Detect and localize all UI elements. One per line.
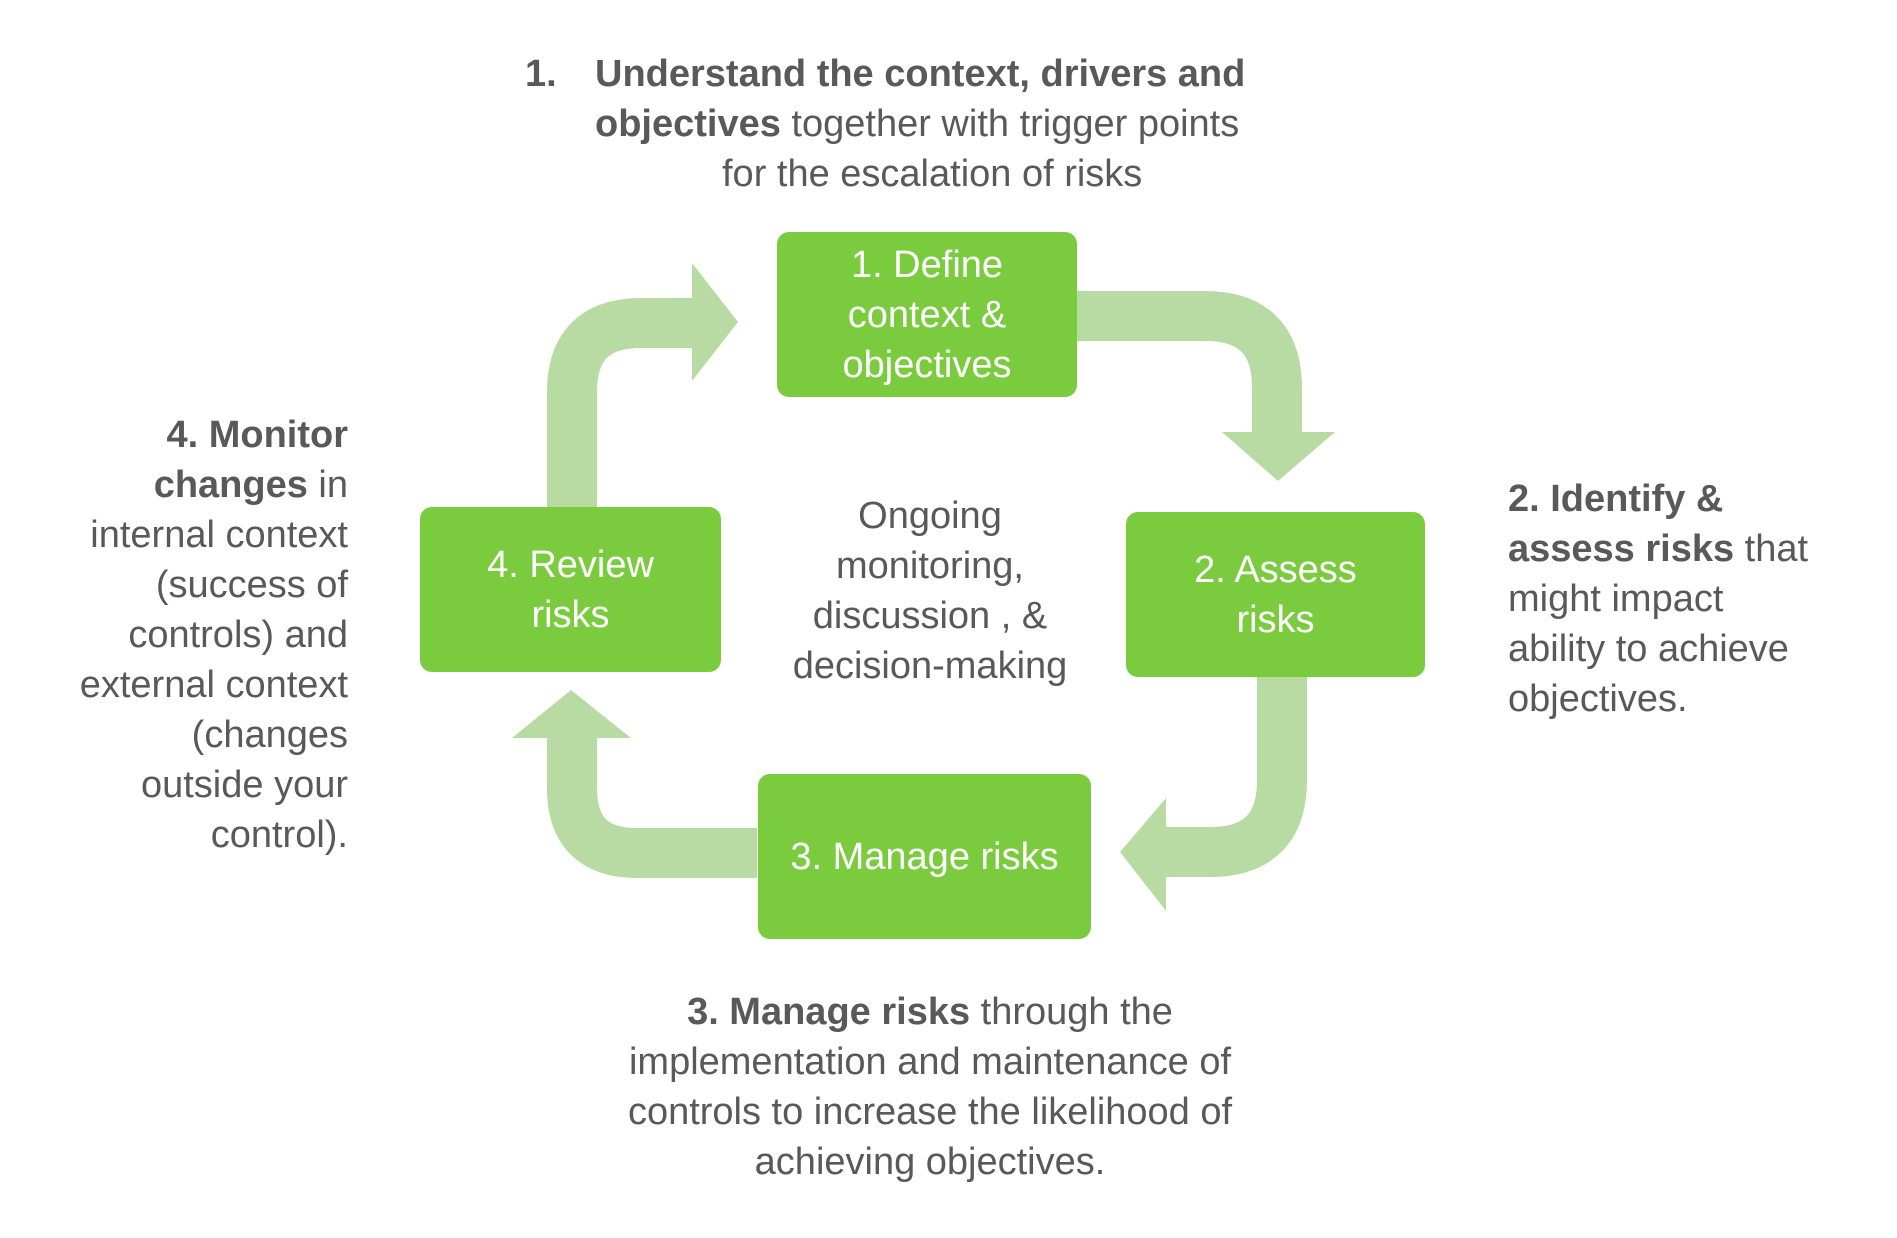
annotation-step3-line2: implementation and maintenance of xyxy=(628,1041,1232,1083)
annotation-step4-line6: external context xyxy=(79,664,348,706)
box-review-risks: 4. Review risks xyxy=(420,507,721,672)
annotation-step1-line3: for the escalation of risks xyxy=(722,153,1143,195)
center-ongoing-text: Ongoing monitoring, discussion , & decis… xyxy=(792,495,1068,687)
annotation-step4-line3: internal context xyxy=(90,514,348,556)
arrow-manage-to-review xyxy=(512,690,757,878)
annotation-step4-line5: controls) and xyxy=(128,614,348,656)
annotation-step1: 1. Understand the context, drivers and ob… xyxy=(525,49,1345,199)
annotation-step4-bold1: 4. Monitor xyxy=(166,414,348,456)
annotation-step1-bold1: Understand the context, drivers and xyxy=(595,53,1246,95)
annotation-step1-rest2: together with trigger points xyxy=(780,103,1240,145)
annotation-step4-line8: outside your xyxy=(140,764,348,806)
annotation-step1-bold2: objectives xyxy=(595,103,781,145)
box-define-context: 1. Define context & objectives xyxy=(777,232,1077,397)
annotation-step4-rest2: in xyxy=(307,464,348,506)
annotation-step3: 3. Manage risks through the implementati… xyxy=(560,987,1300,1187)
annotation-step3-line4: achieving objectives. xyxy=(754,1141,1106,1183)
annotation-step2-line3: might impact xyxy=(1508,578,1724,620)
box-assess-risks: 2. Assess risks xyxy=(1126,512,1425,677)
annotation-step3-line3: controls to increase the likelihood of xyxy=(627,1091,1233,1133)
annotation-step2-line5: objectives. xyxy=(1508,678,1688,720)
annotation-step4-line7: (changes xyxy=(191,714,348,756)
annotation-step4-bold2: changes xyxy=(153,464,308,506)
annotation-step4: 4. Monitor changes in internal context (… xyxy=(20,410,348,860)
annotation-step1-line1: 1. Understand the context, drivers and xyxy=(525,49,1345,99)
annotation-step2-bold2: assess risks xyxy=(1508,528,1735,570)
arrow-assess-to-manage xyxy=(1120,676,1307,911)
box-manage-risks: 3. Manage risks xyxy=(758,774,1091,939)
annotation-step4-line4: (success of xyxy=(155,564,348,606)
annotation-step3-rest1: through the xyxy=(970,991,1173,1033)
annotation-step2-line4: ability to achieve xyxy=(1508,628,1789,670)
annotation-step2: 2. Identify & assess risks that might im… xyxy=(1508,474,1888,724)
arrow-define-to-assess xyxy=(1075,291,1335,481)
annotation-step2-rest2: that xyxy=(1734,528,1809,570)
annotation-step3-bold: 3. Manage risks xyxy=(687,991,971,1033)
annotation-step4-line9: control). xyxy=(210,814,348,856)
arrow-review-to-define xyxy=(547,263,738,507)
annotation-step1-number: 1. xyxy=(525,53,557,95)
annotation-step2-bold1: 2. Identify & xyxy=(1508,478,1724,520)
annotation-step1-line2: objectives together with trigger points xyxy=(525,99,1345,149)
